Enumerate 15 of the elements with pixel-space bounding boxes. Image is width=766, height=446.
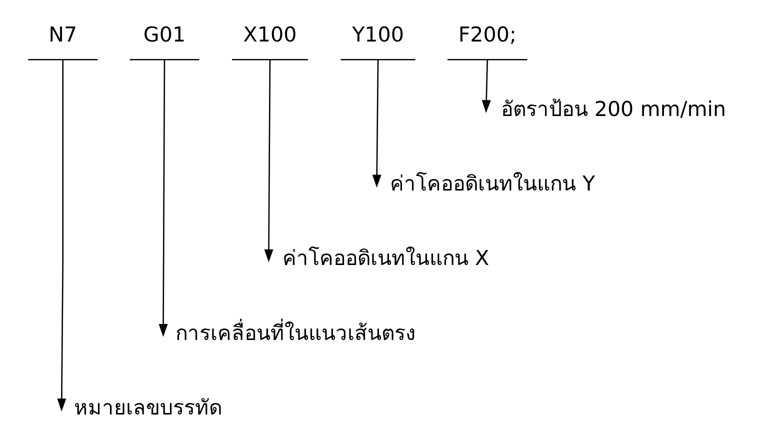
node-text: G01 — [142, 22, 186, 46]
node-text: อัตราป้อน 200 mm/min — [500, 96, 726, 121]
arrow — [264, 60, 273, 262]
node-text: N7 — [48, 22, 77, 46]
arrow — [56, 60, 66, 412]
node-text: การเคลื่อนที่ในแนวเส้นตรง — [175, 320, 416, 345]
node-text: Y100 — [352, 22, 404, 46]
arrow — [372, 60, 381, 188]
node-text: หมายเลขบรรทัด — [73, 395, 222, 420]
node-text: ค่าโคออดิเนทในแกน Y — [389, 172, 595, 196]
node-text: X100 — [242, 22, 296, 46]
node-text: F200; — [458, 22, 516, 46]
arrow — [481, 60, 490, 114]
arrow — [158, 60, 168, 337]
node-text: ค่าโคออดิเนทในแกน X — [282, 246, 489, 270]
